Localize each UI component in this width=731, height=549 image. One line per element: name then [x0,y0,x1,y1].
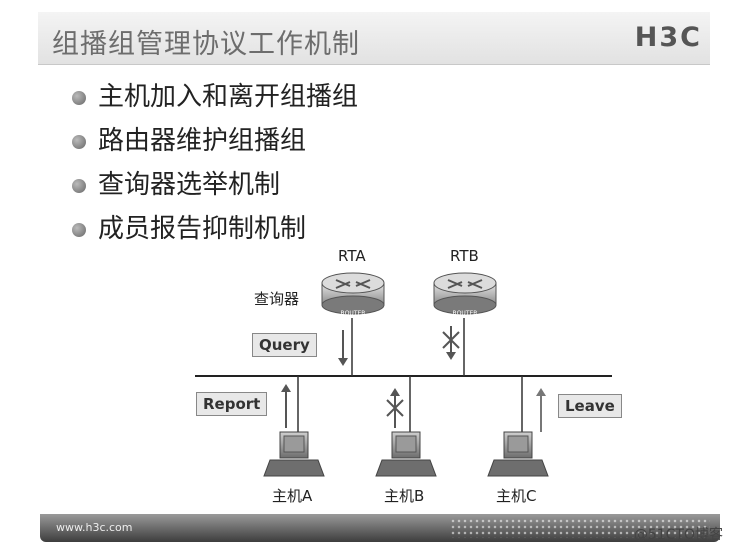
bullet-item: 成员报告抑制机制 [72,212,358,256]
h3c-logo: H3C [634,22,702,53]
host-c-computer-icon [487,431,549,477]
footer-bar: www.h3c.com [40,514,720,542]
slide-title: 组播组管理协议工作机制 [52,29,360,60]
router-rtb-icon [433,272,497,315]
bullet-list: 主机加入和离开组播组 路由器维护组播组 查询器选举机制 成员报告抑制机制 [72,80,358,256]
host-b-suppressed-arrow-icon [386,388,404,428]
title-bar: 组播组管理协议工作机制 H3C [38,12,710,65]
querier-label: 查询器 [254,290,300,308]
host-b-computer-icon [375,431,437,477]
router-rta-icon [321,272,385,315]
bullet-item: 路由器维护组播组 [72,124,358,168]
footer-dot-pattern [450,518,710,538]
rtb-suppressed-arrow-icon [442,326,460,360]
query-down-arrow-icon [338,330,348,366]
report-up-arrow-icon [281,384,291,428]
leave-tag: Leave [558,394,622,418]
bullet-item: 主机加入和离开组播组 [72,80,358,124]
report-tag: Report [196,392,268,416]
bullet-item: 查询器选举机制 [72,168,358,212]
host-a-label: 主机A [272,487,313,505]
host-c-label: 主机C [496,487,537,505]
router-rtb-label: RTB [450,247,479,265]
router-rtb-badge: ROUTER [453,310,478,317]
router-rta-label: RTA [338,247,366,265]
footer-url: www.h3c.com [56,521,133,534]
host-a-computer-icon [263,431,325,477]
host-b-label: 主机B [384,487,425,505]
router-rta-badge: ROUTER [341,310,366,317]
leave-up-arrow-icon [536,388,546,432]
watermark: @51CTO博客 [633,527,723,543]
query-tag: Query [252,333,317,357]
